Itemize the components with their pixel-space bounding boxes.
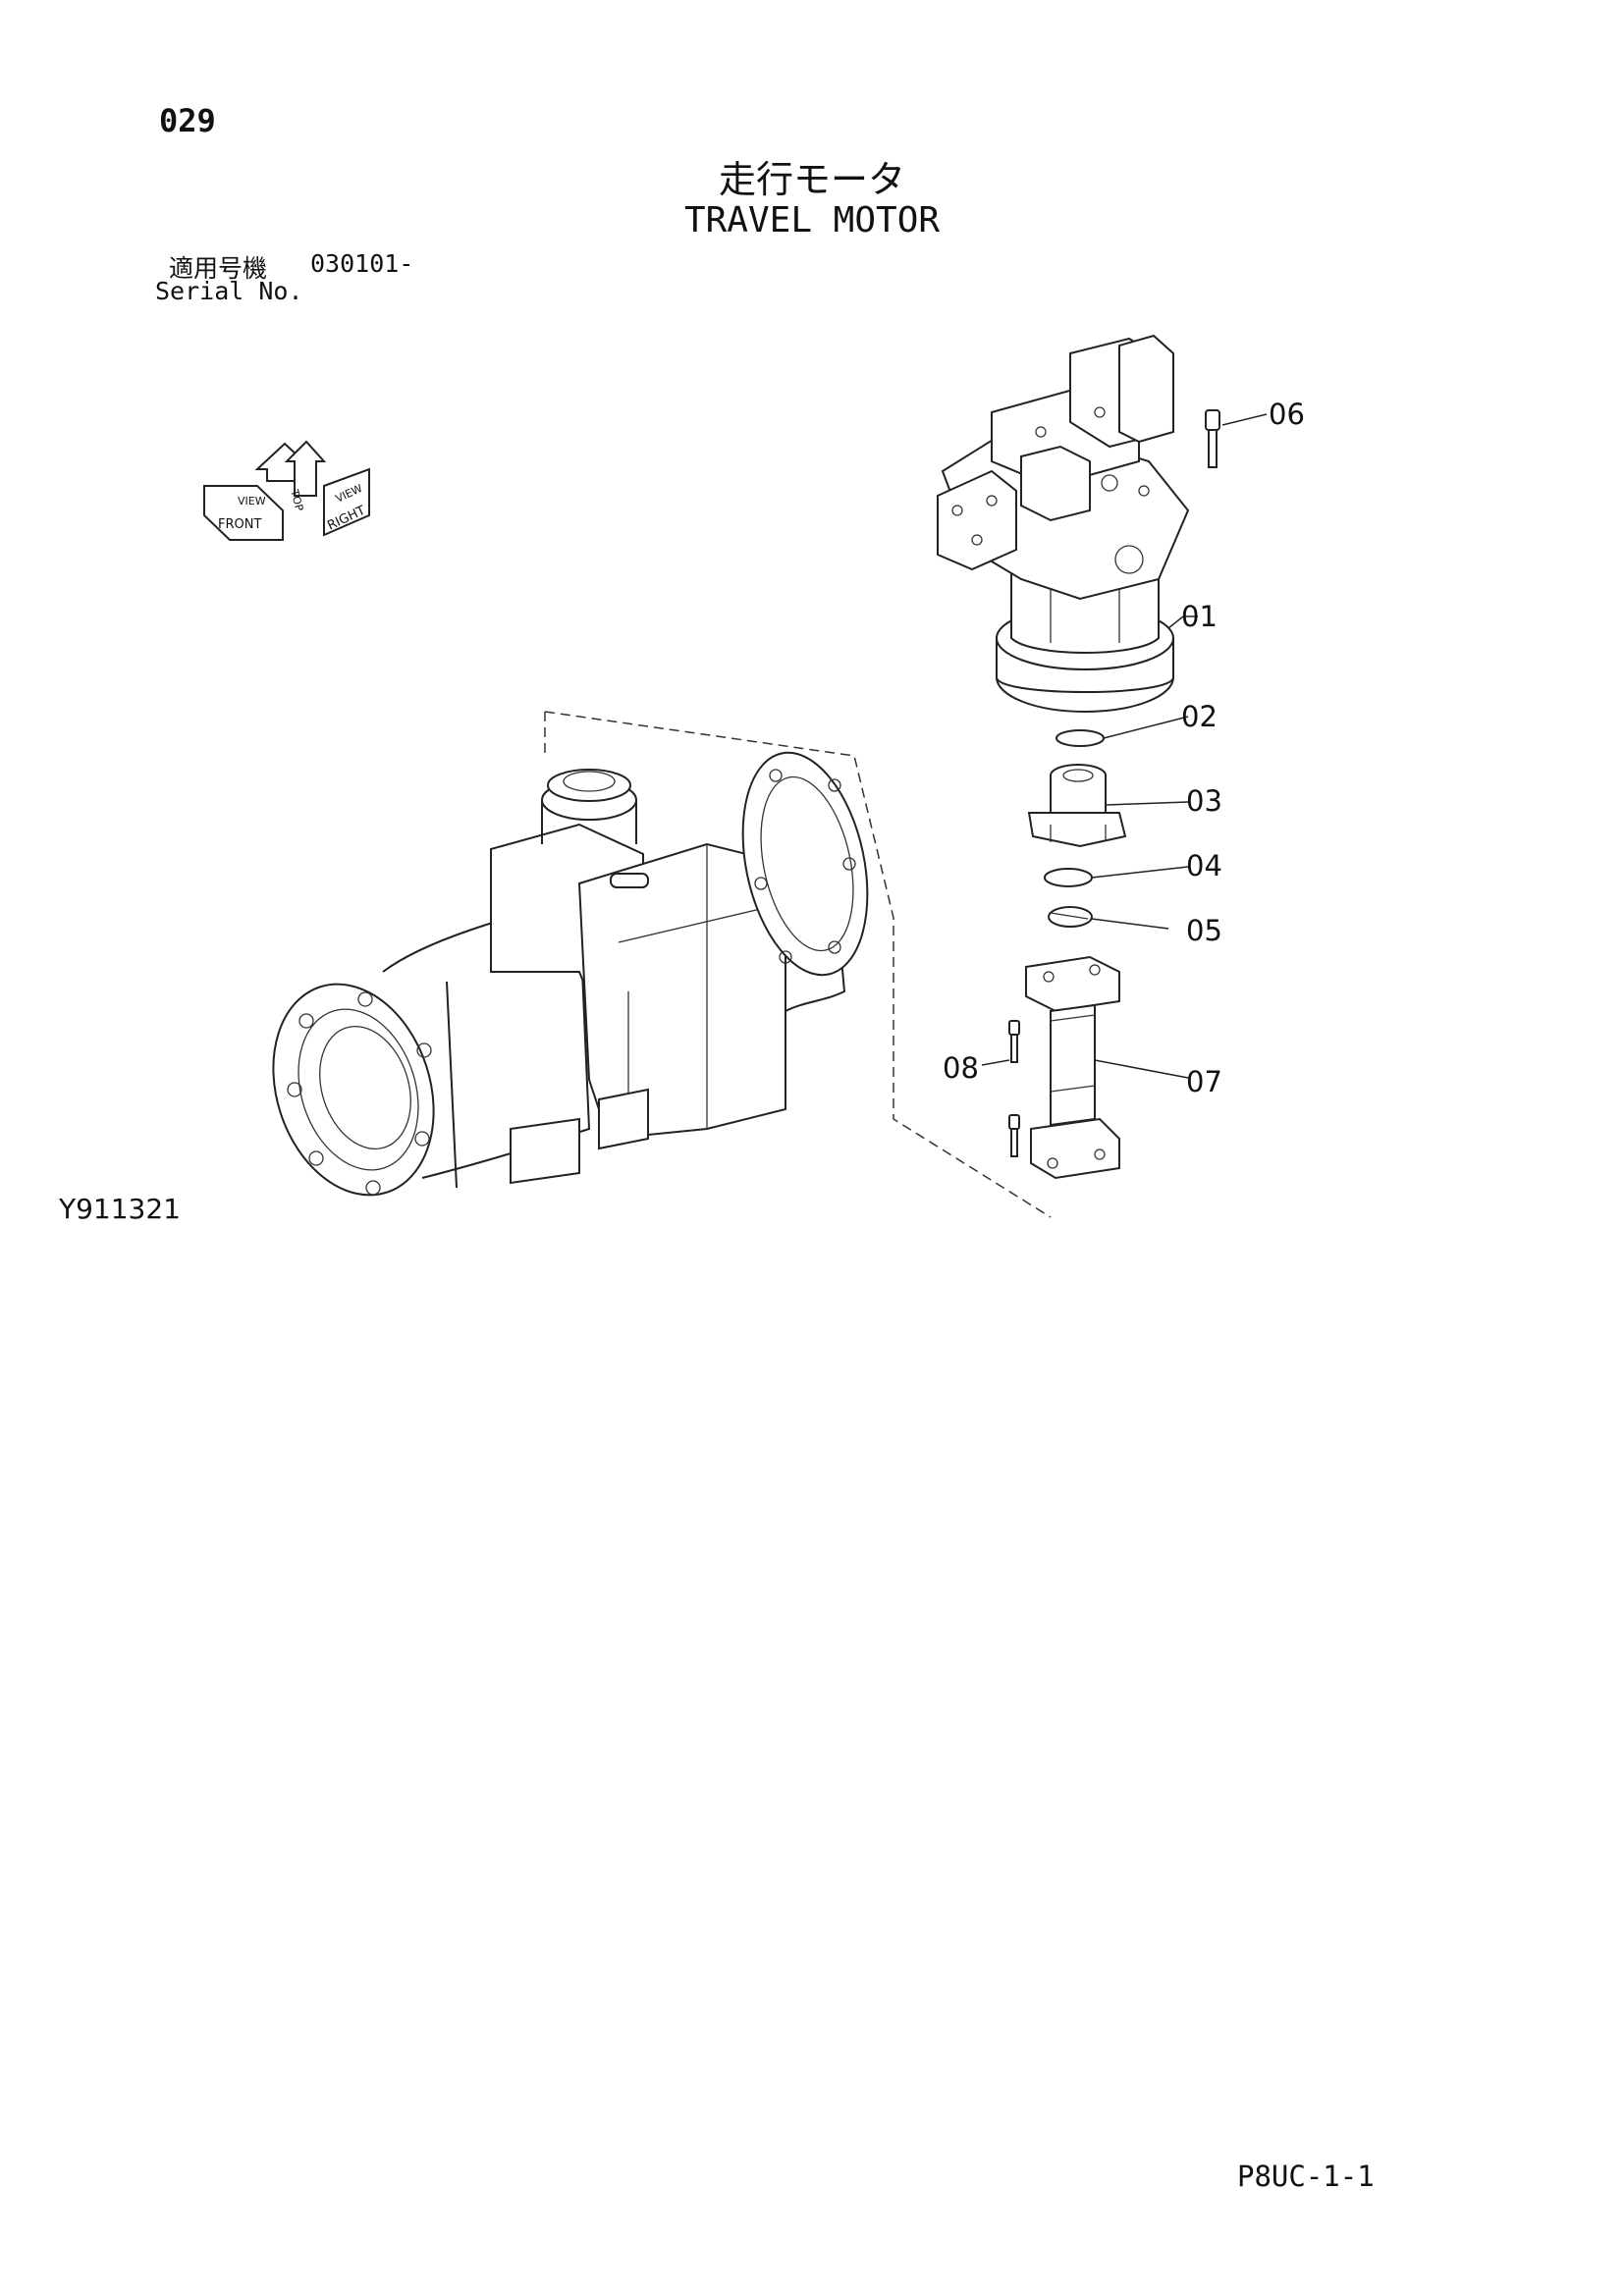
callout-02: 02	[1181, 700, 1218, 733]
callout-05: 05	[1186, 914, 1222, 947]
sheet-code: P8UC-1-1	[1237, 2160, 1375, 2193]
serial-value: 030101-	[310, 249, 414, 278]
callout-04: 04	[1186, 849, 1222, 882]
axle-housing-drawing	[272, 711, 1052, 1218]
bolts-08-drawing	[1008, 1020, 1020, 1157]
orientation-indicator-icon: FRONT VIEW TOP RIGHT VIEW	[203, 440, 370, 541]
title-english: TRAVEL MOTOR	[683, 200, 941, 240]
orientation-front-label: FRONT	[218, 517, 261, 532]
leader-lines	[981, 413, 1268, 1079]
travel-motor-drawing	[937, 334, 1190, 713]
coupling-03-drawing	[1027, 764, 1127, 848]
shaft-07-drawing	[1025, 955, 1120, 1180]
page-number: 029	[159, 102, 216, 139]
callout-07: 07	[1186, 1065, 1222, 1098]
ring-04-drawing	[1044, 868, 1093, 887]
orientation-view-label-left: VIEW	[238, 495, 266, 507]
serial-label-japanese: 適用号機	[169, 254, 268, 283]
exploded-parts-diagram: FRONT VIEW TOP RIGHT VIEW	[203, 334, 1305, 1218]
o-ring-02-drawing	[1056, 729, 1105, 747]
bolt-06-drawing	[1205, 409, 1220, 468]
serial-label-english: Serial No.	[155, 277, 303, 305]
callout-08: 08	[943, 1051, 979, 1085]
orientation-top-label: TOP	[288, 487, 306, 512]
callout-03: 03	[1186, 784, 1222, 818]
cap-05-drawing	[1048, 906, 1093, 928]
callout-01: 01	[1181, 600, 1218, 633]
title-japanese: 走行モータ	[718, 158, 905, 201]
drawing-id: Y911321	[59, 1193, 181, 1225]
callout-06: 06	[1269, 398, 1305, 431]
